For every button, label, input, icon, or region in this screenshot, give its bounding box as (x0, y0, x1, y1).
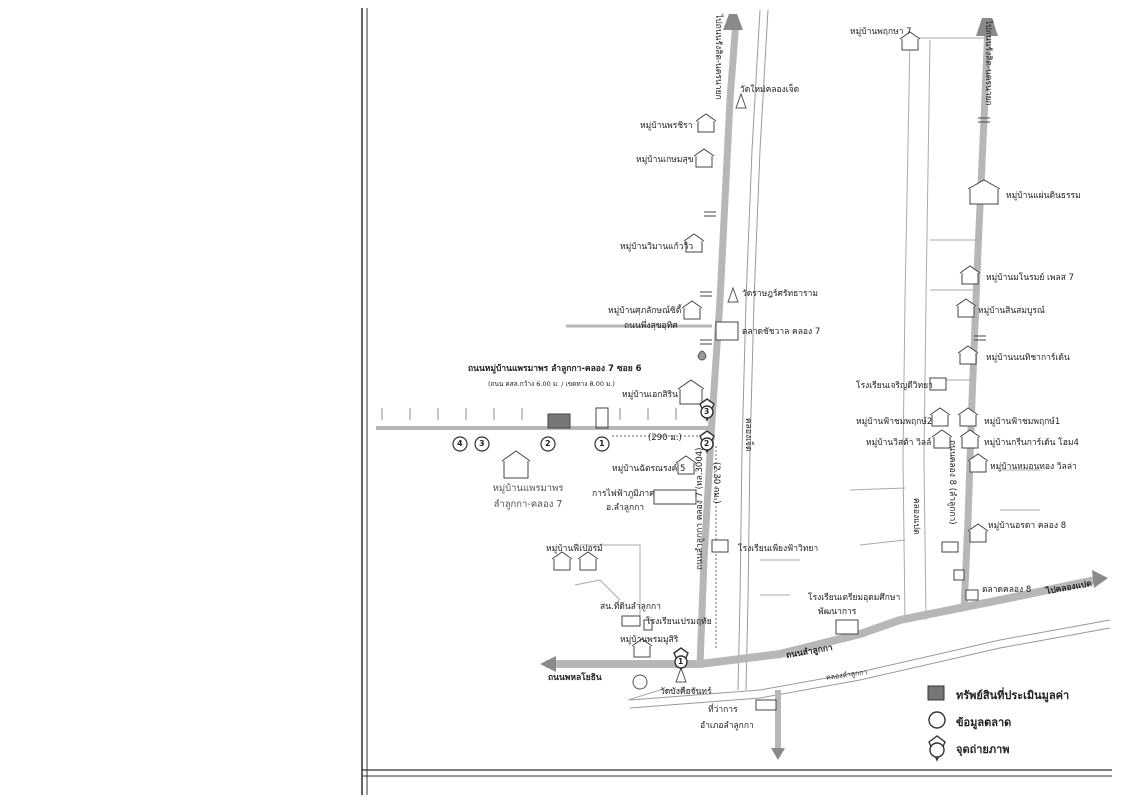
label-v-prichira: หมู่บ้านพรชิรา (640, 121, 693, 131)
label-v-daenthongtham: หมู่บ้านแผ่นดินธรรม (1006, 191, 1081, 201)
canal-line-4 (923, 39, 931, 621)
label-police: สน.ที่ดินลำลูกกา (600, 602, 661, 612)
arrow-right (1092, 570, 1108, 588)
label-district-1: ที่ว่าการ (708, 705, 738, 715)
label-v-greenlace: หมู่บ้านกรีนการ์เด้น โฮม4 (984, 438, 1079, 448)
label-v-hathong: หมู่บ้านหมอนทอง วิลล่า (990, 462, 1077, 472)
label-school-sangkhom1: โรงเรียนเตรียมอุดมศึกษา (808, 593, 901, 603)
bottom-main-road (546, 576, 1096, 668)
label-v-manorom7: หมู่บ้านมโนรมย์ เพลส 7 (986, 273, 1075, 283)
label-pea-1: การไฟฟ้าภูมิภาค (592, 489, 655, 499)
legend-subject: ทรัพย์สินที่ประเมินมูลค่า (956, 689, 1070, 702)
temple-icons (632, 92, 747, 690)
label-dist-290: (290 ม.) (648, 433, 682, 443)
side-road-b (574, 579, 621, 601)
label-v-fhasom2: หมู่บ้านฟ้าชมพฤกษ์2 (856, 417, 933, 427)
label-v-sukhalak: หมู่บ้านศุภลักษณ์ซิตี้ (608, 306, 682, 316)
label-school-sangkhom2: พัฒนาการ (818, 607, 857, 617)
label-v-chatchon: หมู่บ้านฉัตรณรงค์ 5 (612, 464, 686, 474)
legend-market: ข้อมูลตลาด (956, 716, 1012, 729)
canal-lumlukka-1 (629, 619, 1111, 701)
label-v-wisasi: หมู่บ้านวิสต้า วิลล์ (866, 438, 932, 448)
label-district-2: อำเภอลำลูกกา (700, 721, 754, 731)
photo-marker-2: 2 (704, 439, 710, 448)
market-marker-4: 4 (457, 439, 463, 448)
label-market-khlong8: ตลาดคลอง 8 (982, 585, 1032, 595)
road-dir-top-left: ไปถนนรังสิต-นครนายก (713, 14, 723, 100)
label-t-rat: วัดราษฎร์ศรัทธาราม (742, 289, 818, 299)
market-marker-2: 2 (545, 439, 551, 448)
canal-line-1 (737, 9, 761, 691)
tree-row (381, 408, 677, 420)
label-v-wimarn: หมู่บ้านวิมานแก้ววิว (620, 242, 694, 252)
label-soi6: ถนนหมู่บ้านแพรมาพร ลำลูกกา-คลอง 7 ซอย 6 (468, 364, 642, 374)
main-road-label: ถนนลำลูกกา คลอง 7 (ทล.3004) (695, 447, 705, 570)
label-phra-kasem: ถนนพหลโยธิน (548, 673, 602, 683)
label-t-bangkhueng: วัดบังคือจันทร์ (660, 687, 712, 697)
arrow-up-right (976, 18, 998, 36)
label-subsoi: ถนนพึ่งสุขอุทิศ (624, 321, 678, 331)
label-pea-2: อ.ลำลูกกา (606, 503, 645, 513)
right-road-label: ถนนคลอง 8 (ลำลูกกา) (947, 440, 957, 525)
market-marker-3: 3 (479, 439, 485, 448)
subject-plot (547, 413, 571, 429)
canal-8-label: คลองแปด (911, 498, 921, 535)
legend-photo: จุดถ่ายภาพ (956, 743, 1010, 756)
house-icons (501, 31, 1001, 658)
label-v-nanthipa: หมู่บ้านนนทิชาการ์เด้น (986, 353, 1070, 363)
legend-graphics (927, 685, 946, 762)
right-vertical-road (960, 23, 992, 611)
road-breaks (700, 117, 990, 345)
side-road-a (580, 544, 641, 620)
label-v-fhasom1: หมู่บ้านฟ้าชมพฤกษ์1 (984, 417, 1061, 427)
photo-marker-1: 1 (678, 657, 684, 666)
drop-marker (697, 350, 707, 361)
arrow-left (540, 656, 556, 672)
dist-230-label: (2.30 กม.) (711, 462, 721, 504)
label-v-mansiri: หมู่บ้านพรมมูสิริ (620, 635, 679, 645)
photo-markers (673, 398, 715, 671)
arrow-down (771, 748, 785, 760)
canal-7-label: คลองเจ็ด (743, 418, 753, 452)
building-icons (621, 321, 979, 711)
canal-line-3 (902, 39, 911, 621)
market-marker-1: 1 (599, 439, 605, 448)
arrow-up-left (723, 14, 743, 30)
label-subject-line2: ลำลูกกา-คลอง 7 (493, 499, 563, 510)
label-v-akesirin: หมู่บ้านเอกสิริน (622, 390, 678, 400)
label-market-khlong7: ตลาดชัชวาล คลอง 7 (742, 327, 821, 337)
main-vertical-road (696, 19, 740, 666)
label-v-kasemsuk: หมู่บ้านเกษมสุข (636, 155, 694, 165)
label-school-pramot: โรงเรียนเปรมฤทัย (646, 617, 712, 627)
label-school-chaloem: โรงเรียนเจริญดีวิทยา (856, 381, 933, 391)
label-subject-line1: หมู่บ้านแพรมาพร (492, 483, 564, 494)
label-v-oracha8: หมู่บ้านอรดา คลอง 8 (988, 521, 1067, 531)
photo-marker-3: 3 (704, 407, 710, 416)
label-school-phueng: โรงเรียนเพียงฟ้าวิทยา (738, 544, 819, 554)
label-t-khlong7: วัดใหม่คลองเจ็ด (740, 85, 800, 95)
canal-line-2 (745, 9, 769, 691)
market-circles (452, 436, 610, 452)
subject-gate (595, 407, 609, 429)
label-v-prueksa7: หมู่บ้านพฤกษา 7 (850, 27, 912, 37)
label-v-fipro: หมู่บ้านฟีเปอรม์ (546, 544, 603, 554)
side-road-c (627, 689, 700, 701)
label-v-sinsombun: หมู่บ้านสินสมบูรณ์ (978, 306, 1045, 316)
road-dir-top-right: ไปถนนรังสิต-นครนายก (983, 20, 993, 106)
label-soi6-spec: (ถนน คสล.กว้าง 6.00 ม. / เขตทาง 8.00 ม.) (488, 380, 615, 388)
canal-lumlukka-2 (629, 627, 1111, 709)
